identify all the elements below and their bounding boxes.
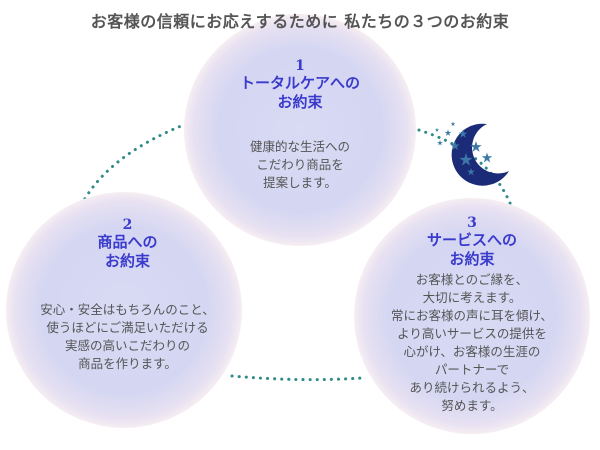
star-icon — [434, 127, 440, 132]
promise-3-number: 3 — [467, 215, 477, 231]
promise-1-text: 1 トータルケアへの お約束 健康的な生活への こだわり商品を 提案します。 — [195, 58, 405, 192]
star-icon — [459, 153, 473, 166]
connector-1-2 — [72, 122, 188, 224]
promise-1-heading: トータルケアへの お約束 — [239, 74, 360, 111]
promise-2-heading: 商品への お約束 — [97, 233, 158, 270]
promise-circle-3 — [354, 198, 590, 434]
promise-1-description: 健康的な生活への こだわり商品を 提案します。 — [249, 139, 350, 190]
promise-3-heading: サービスへの お約束 — [426, 231, 517, 268]
promise-circle-1 — [184, 14, 416, 246]
promise-1-number: 1 — [295, 58, 305, 74]
connector-1-3 — [410, 126, 514, 210]
promise-3-description: お客様とのご縁を、 大切に考えます。 常にお客様の声に耳を傾け、 より高いサービ… — [391, 272, 553, 413]
star-icon — [458, 129, 468, 138]
moon-icon — [451, 123, 509, 186]
star-icon — [450, 141, 460, 151]
star-icon — [467, 168, 475, 176]
page-title: お客様の信頼にお応えするために 私たちの３つのお約束 — [90, 12, 510, 31]
promise-2-number: 2 — [122, 217, 133, 233]
connector-2-3 — [230, 374, 364, 382]
star-icon — [450, 121, 456, 127]
promise-3-text: 3 サービスへの お約束 お客様とのご縁を、 大切に考えます。 常にお客様の声に… — [372, 215, 572, 415]
promise-circle-2 — [6, 192, 242, 428]
promise-2-description: 安心・安全はもちろんのこと、 使うほどにご満足いただける 実感の高いこだわりの … — [40, 302, 215, 371]
star-icon — [470, 141, 482, 152]
star-icon — [437, 140, 443, 146]
star-icon — [444, 129, 452, 136]
star-icon — [481, 152, 493, 163]
promise-2-text: 2 商品への お約束 安心・安全はもちろんのこと、 使うほどにご満足いただける … — [20, 217, 235, 373]
moon-stars-decoration — [434, 121, 509, 186]
